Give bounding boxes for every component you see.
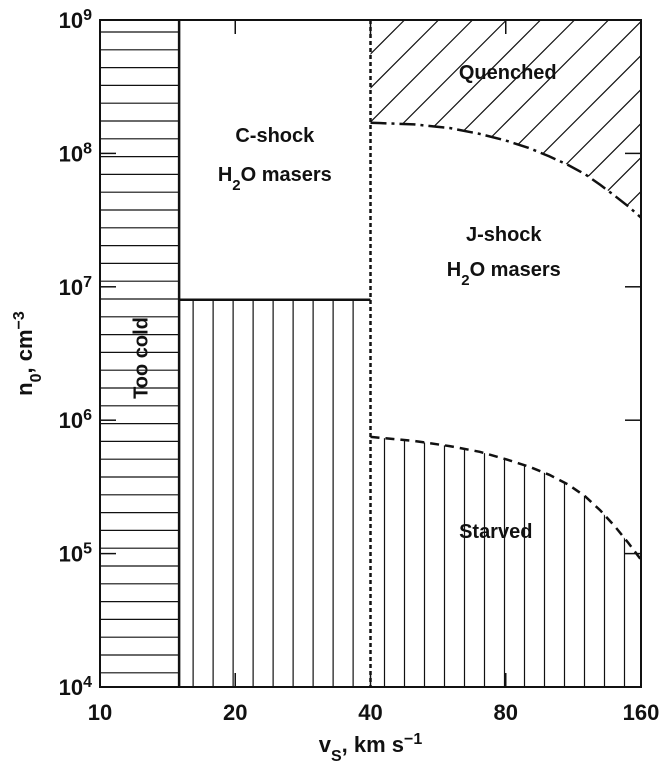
y-tick-label: 109 (59, 7, 92, 34)
quenched-label: Quenched (459, 62, 557, 84)
x-tick-label: 160 (623, 700, 660, 725)
hatch-line (456, 20, 641, 218)
j-shock-masers-label: H2O masers (447, 259, 561, 289)
quenched-boundary-curve (370, 121, 642, 219)
plot-frame (99, 19, 642, 688)
y-tick-labels: 104 105 106 107 108 109 (59, 7, 92, 701)
c-shock-label: C-shock (235, 125, 315, 147)
j-shock-label: J-shock (466, 224, 542, 246)
y-tick-label: 104 (59, 674, 92, 701)
hatch-line (558, 20, 641, 218)
starved-boundary-curve (370, 435, 642, 561)
hatch-line (490, 20, 641, 218)
x-tick-labels: 10 20 40 80 160 (88, 700, 660, 725)
x-tick-label: 20 (223, 700, 247, 725)
too-cold-hatch-region (100, 31, 180, 674)
x-tick-label: 80 (494, 700, 518, 725)
hatch-line (388, 20, 609, 218)
too-cold-label: Too cold (131, 317, 153, 399)
hatch-line (370, 20, 541, 218)
hatch-line (592, 20, 641, 218)
region-boundaries (177, 20, 642, 687)
y-tick-label: 107 (59, 273, 92, 300)
starved-label: Starved (459, 521, 532, 543)
y-tick-label: 108 (59, 140, 92, 167)
x-tick-label: 10 (88, 700, 112, 725)
y-axis-label: n0, cm−3 (11, 311, 45, 396)
starved-hatch-region (383, 436, 626, 687)
hatch-line (524, 20, 641, 218)
c-shock-lower-hatch-region (192, 299, 354, 687)
hatch-line (370, 20, 507, 218)
x-axis-label: vS, km s−1 (319, 731, 423, 765)
hatch-line (661, 20, 664, 240)
c-shock-masers-label: H2O masers (218, 164, 332, 194)
x-tick-label: 40 (358, 700, 382, 725)
y-tick-label: 105 (59, 540, 92, 567)
hatch-line (626, 20, 641, 218)
region-labels: Quenched C-shock H2O masers J-shock H2O … (131, 62, 561, 543)
hatch-line (370, 20, 473, 218)
hatch-line (370, 20, 439, 218)
quenched-hatch-region (370, 20, 664, 240)
y-tick-label: 106 (59, 407, 92, 434)
hatch-line (422, 20, 641, 218)
